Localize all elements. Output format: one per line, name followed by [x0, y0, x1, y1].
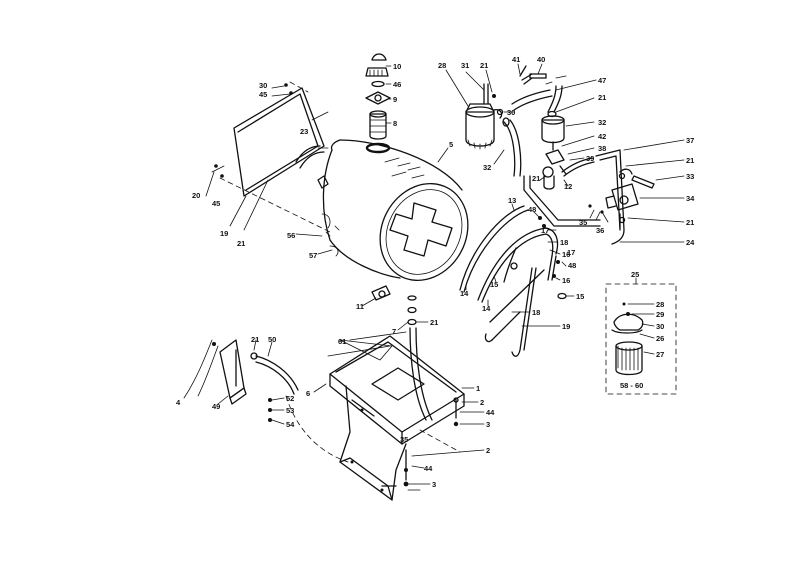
callout-label: 48 — [528, 205, 536, 214]
callout-label: 1 — [476, 384, 480, 393]
fuel-tank — [321, 139, 469, 282]
callout-label: 32 — [598, 118, 606, 127]
callout-label: 10 — [393, 62, 401, 71]
callout-label: 19 — [220, 229, 228, 238]
callout-label: 36 — [596, 226, 604, 235]
callout-label: 21 — [237, 239, 245, 248]
inline-filter-37 — [541, 79, 597, 151]
callout-label: 21 — [532, 174, 540, 183]
side-bracket — [183, 339, 299, 425]
callout-label: 27 — [656, 350, 664, 359]
callout-label: 3 — [486, 420, 490, 429]
callout-label: 46 — [393, 80, 401, 89]
callout-label: 8 — [393, 119, 397, 128]
callout-label: 32 — [483, 163, 491, 172]
callout-label: 38 — [598, 144, 606, 153]
callout-label: 42 — [598, 132, 606, 141]
callout-label: 15 — [490, 280, 498, 289]
callout-label: 28 — [438, 61, 446, 70]
callout-label: 14 — [460, 289, 469, 298]
callout-label: 41 — [512, 55, 520, 64]
callout-label: 39 — [586, 154, 594, 163]
callout-label: 18 — [532, 308, 540, 317]
callout-label: 25 — [631, 270, 639, 279]
callout-label: 11 — [356, 302, 364, 311]
callout-label: 16 — [562, 276, 570, 285]
callout-label: 21 — [430, 318, 438, 327]
return-line — [511, 63, 567, 111]
callout-label: 6 — [306, 389, 310, 398]
callout-label: 35 — [579, 218, 587, 227]
callout-label: 50 — [268, 335, 276, 344]
callout-label: 13 — [508, 196, 516, 205]
callout-label: 48 — [568, 261, 576, 270]
callout-label: 12 — [564, 182, 572, 191]
callout-label: 45 — [259, 90, 267, 99]
injection-line-37-24 — [595, 139, 685, 245]
callout-label: 34 — [686, 194, 695, 203]
sediment-bowl — [539, 135, 595, 190]
callout-label: 49 — [212, 402, 220, 411]
callout-label: 56 — [287, 231, 295, 240]
callout-label: 18 — [560, 238, 568, 247]
callout-label: 19 — [562, 322, 570, 331]
callout-label: 26 — [656, 334, 664, 343]
tank-leaders — [205, 85, 449, 255]
callout-label: 16 — [562, 250, 570, 259]
callout-label: 2 — [480, 398, 484, 407]
callout-label: 24 — [686, 238, 695, 247]
support-bolts — [285, 383, 485, 491]
callout-label: 44 — [486, 408, 495, 417]
callout-label: 2 — [486, 446, 490, 455]
filter-kit-box — [605, 277, 677, 395]
callout-label: 7 — [392, 327, 396, 336]
callout-label: 9 — [393, 95, 397, 104]
callout-label: 21 — [480, 61, 488, 70]
callout-label: 17 — [567, 248, 575, 257]
callout-label: 15 — [576, 292, 584, 301]
callout-label: 21 — [251, 335, 259, 344]
callout-labels: 10 46 9 8 5 30 45 23 20 45 19 21 56 57 2… — [176, 55, 695, 489]
callout-label: 30 — [259, 81, 267, 90]
callout-label: 30 — [507, 108, 515, 117]
callout-label: 58 - 60 — [620, 381, 643, 390]
callout-label: 54 — [286, 420, 295, 429]
callout-label: 4 — [176, 398, 181, 407]
callout-label: 21 — [686, 156, 694, 165]
tank-straps — [459, 203, 575, 357]
callout-label: 57 — [309, 251, 317, 260]
left-bolts — [211, 83, 293, 178]
callout-label: 53 — [286, 406, 294, 415]
callout-label: 21 — [598, 93, 606, 102]
callout-label: 40 — [537, 55, 545, 64]
callout-label: 33 — [686, 172, 694, 181]
callout-label: 20 — [192, 191, 200, 200]
fuel-line-32 — [493, 117, 522, 177]
filler-cap-assembly — [365, 53, 392, 154]
callout-label: 31 — [461, 61, 469, 70]
callout-label: 17 — [541, 226, 549, 235]
tank-support-frame — [327, 335, 465, 501]
callout-label: 3 — [432, 480, 436, 489]
callout-label: 52 — [286, 394, 294, 403]
feed-pipe — [523, 175, 601, 227]
callout-label: 44 — [424, 464, 433, 473]
callout-label: 21 — [686, 218, 694, 227]
callout-label: 14 — [482, 304, 491, 313]
callout-label: 28 — [656, 300, 664, 309]
callout-label: 23 — [300, 127, 308, 136]
callout-label: 35 — [400, 435, 408, 444]
fuel-filter-28 — [445, 69, 515, 150]
callout-label: 37 — [686, 136, 694, 145]
fuel-pump-34 — [588, 168, 685, 229]
callout-label: 45 — [212, 199, 220, 208]
callout-label: 61 — [338, 337, 346, 346]
tank-side-plate — [219, 81, 331, 233]
callout-label: 29 — [656, 310, 664, 319]
callout-label: 47 — [598, 76, 606, 85]
callout-label: 30 — [656, 322, 664, 331]
callout-label: 5 — [449, 140, 453, 149]
